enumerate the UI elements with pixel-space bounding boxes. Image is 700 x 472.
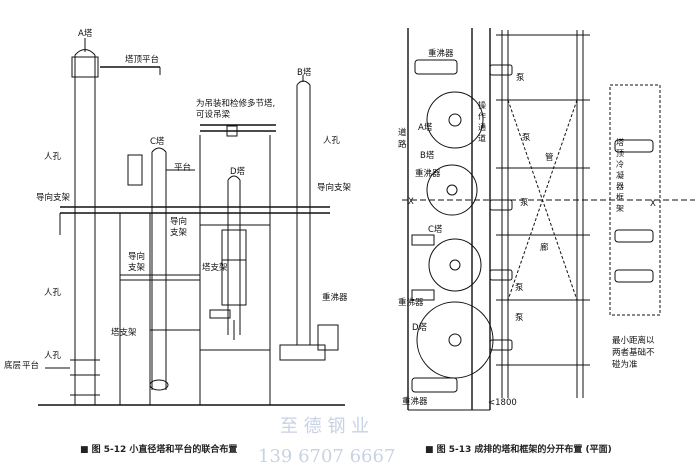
corridor-label: 廊	[540, 242, 549, 253]
figure-5-13	[402, 28, 695, 411]
figure-5-13-labels: 重沸器 A塔 道 路 操 作 通 道 B塔 重沸器 X C塔 重沸器 D塔 重沸…	[398, 48, 656, 408]
tower-c-label: C塔	[150, 136, 165, 147]
tower-c-plan-label: C塔	[428, 224, 443, 235]
support-label-mid: 支架	[128, 262, 146, 273]
reboiler-label-top: 重沸器	[428, 48, 454, 59]
tower-support-label-right: 塔支架	[202, 262, 228, 273]
tower-a-label: A塔	[78, 28, 93, 39]
caption-figure-5-12: ■ 图 5-12 小直径塔和平台的联合布置	[80, 443, 237, 455]
tower-a	[70, 38, 100, 405]
bottom-platform-label-2: 平台	[22, 360, 39, 371]
tower-top-platform-label: 塔顶平台	[125, 54, 159, 65]
pump-label-5: 泵	[515, 313, 524, 323]
watermark-phone: 139 6707 6667	[258, 446, 395, 467]
overhead-condenser-frame-label-7: 架	[616, 204, 624, 213]
overhead-condenser-frame-label-6: 框	[616, 192, 624, 202]
tower-b-plan-label: B塔	[420, 150, 435, 161]
reboiler-label-mid: 重沸器	[415, 168, 441, 179]
manhole-label-b: 人孔	[323, 136, 341, 146]
reboiler-label: 重沸器	[322, 292, 348, 303]
tower-a-plan	[426, 91, 484, 149]
min-distance-line1: 最小距离以	[612, 335, 655, 346]
tower-b-label: B塔	[297, 67, 312, 78]
overhead-condenser-frame-label-4: 凝	[616, 170, 624, 180]
dim-1800: <1800	[488, 398, 517, 408]
tower-d	[209, 175, 247, 340]
road-label-2: 路	[398, 139, 407, 150]
operation-passage-label-2: 作	[478, 111, 486, 121]
pump-label-4: 泵	[515, 283, 524, 293]
support-label: 支架	[170, 227, 188, 238]
operation-passage-label: 操	[478, 100, 486, 110]
tower-a-plan-label: A塔	[418, 122, 433, 133]
tower-c	[127, 147, 195, 391]
tower-b	[279, 75, 339, 361]
overhead-condenser-frame-label-1: 塔	[616, 137, 624, 147]
caption-figure-5-13: ■ 图 5-13 成排的塔和框架的分开布置 (平面)	[425, 443, 612, 455]
manhole-label-a-lower: 人孔	[44, 288, 62, 298]
reboiler-label-bottom: 重沸器	[402, 396, 428, 407]
operation-passage-label-3: 通	[478, 122, 486, 132]
tower-d-plan	[416, 301, 494, 379]
figure-5-12-labels: A塔 塔顶平台 B塔 为吊装和检修多节塔, 可设吊梁 人孔 C塔 人孔 平台 D…	[4, 28, 352, 371]
hoist-note-line2: 可设吊梁	[196, 109, 231, 120]
road-label-1: 道	[398, 127, 407, 138]
pump-label-3: 泵	[520, 198, 529, 208]
tower-support-label-left: 塔支架	[111, 327, 137, 338]
tower-d-label: D塔	[230, 166, 246, 177]
tower-d-plan-label: D塔	[412, 322, 428, 333]
reboiler-label-lower: 重沸器	[398, 297, 424, 308]
tower-c-plan	[428, 238, 482, 292]
guide-support-label-mid: 导向	[128, 251, 145, 262]
axis-x-right: X	[650, 199, 656, 209]
figure-5-12	[38, 38, 345, 406]
guide-support-label-left: 导向支架	[36, 192, 71, 203]
overhead-condenser-frame-label-2: 顶	[616, 149, 624, 158]
steel-structure	[59, 124, 330, 405]
manhole-label-a-bottom: 人孔	[44, 351, 62, 361]
manhole-label-a-upper: 人孔	[44, 152, 62, 162]
overhead-condenser-frame-label-3: 冷	[616, 159, 624, 169]
tower-b-plan	[426, 164, 478, 216]
bottom-platform-label-1: 底层	[4, 360, 21, 371]
hoist-note-line1: 为吊装和检修多节塔,	[196, 98, 275, 109]
operation-passage-label-4: 道	[478, 133, 486, 143]
pump-label-1: 泵	[516, 73, 525, 83]
guide-label: 导向	[170, 216, 187, 227]
pipe-rack-frame	[496, 30, 590, 398]
axis-x-left: X	[408, 197, 414, 207]
pipe-label: 管	[545, 152, 554, 163]
overhead-condenser-frame-label-5: 器	[616, 182, 624, 191]
min-distance-line3: 碰为准	[612, 359, 638, 370]
pump-label-2: 泵	[522, 133, 531, 143]
platform-label: 平台	[174, 162, 191, 173]
min-distance-line2: 两者基础不	[612, 347, 655, 358]
guide-support-label-right: 导向支架	[317, 182, 352, 193]
watermark-company: 至 德 钢 业	[280, 416, 369, 437]
